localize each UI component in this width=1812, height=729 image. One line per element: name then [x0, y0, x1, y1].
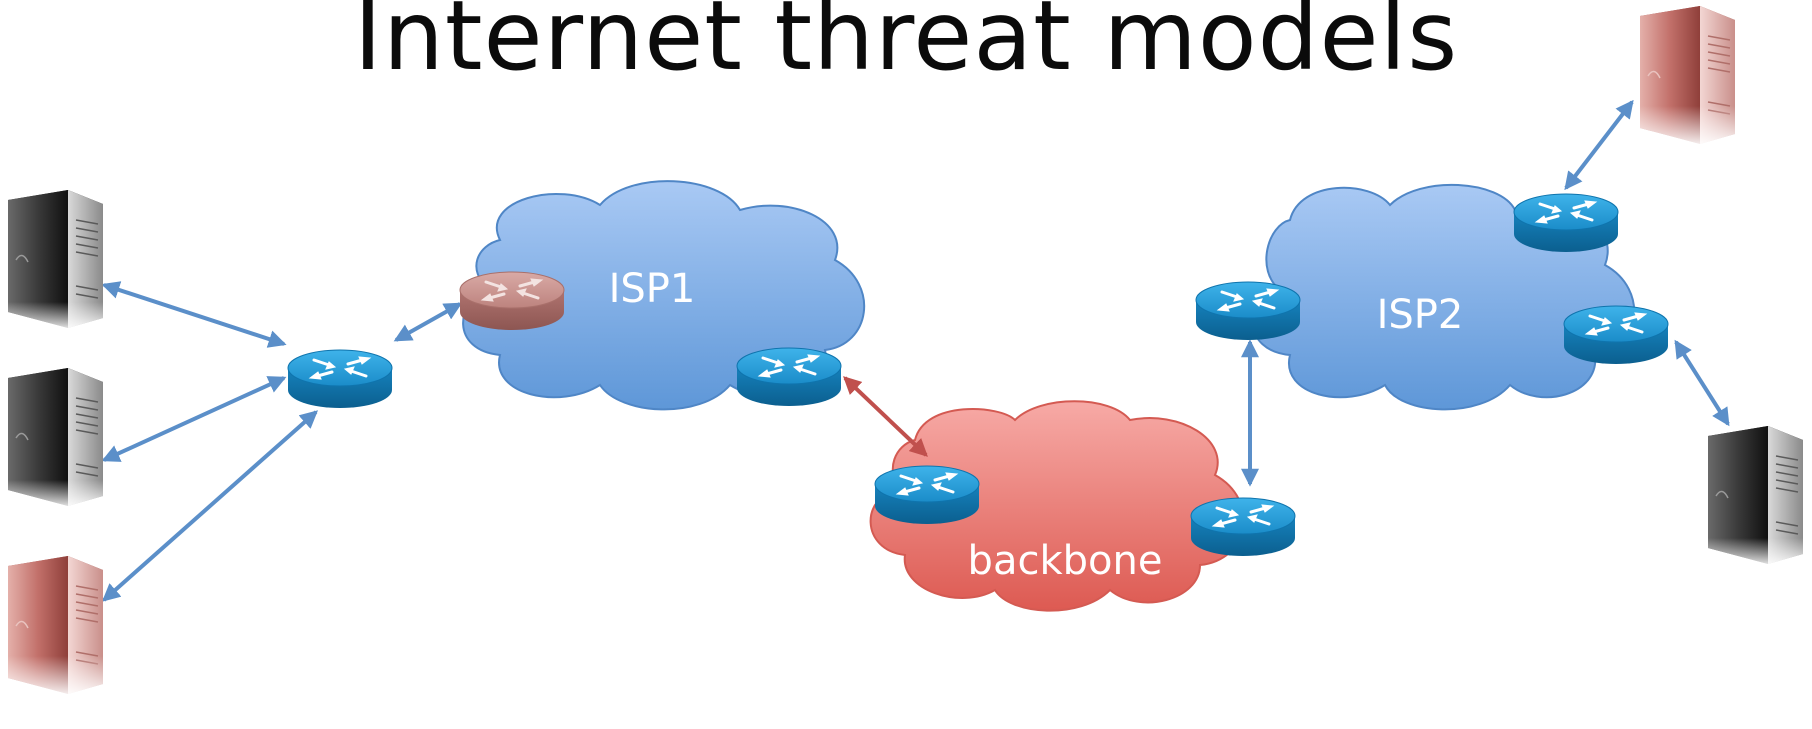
link-router-isp1-edge: [393, 302, 463, 342]
router-access: [286, 348, 394, 410]
router-isp1-border: [735, 346, 843, 408]
server-client-2: [7, 367, 109, 511]
router-isp2-west: [1194, 280, 1302, 342]
server-client-1: [7, 189, 109, 333]
links: [101, 99, 1730, 602]
link-server1-router: [101, 281, 287, 348]
cloud-label-backbone: backbone: [968, 538, 1163, 584]
cloud-label-isp1: ISP1: [609, 266, 696, 312]
cloud-backbone: backbone: [869, 400, 1245, 612]
slide-title: Internet threat models: [353, 0, 1459, 92]
router-backbone-east: [1189, 496, 1297, 558]
link-server3-router: [101, 410, 319, 602]
link-isp2-server-right: [1674, 339, 1730, 427]
server-remote-right: [1707, 425, 1809, 569]
server-remote-top-compromised: [1639, 5, 1741, 149]
server-client-3-compromised: [7, 555, 109, 699]
router-isp2-north: [1512, 192, 1620, 254]
link-isp1-backbone: [843, 376, 928, 457]
link-isp2-server-top: [1564, 99, 1634, 191]
router-isp1-edge-compromised: [458, 270, 566, 332]
router-isp2-east: [1562, 304, 1670, 366]
link-server2-router: [101, 376, 287, 462]
cloud-label-isp2: ISP2: [1377, 292, 1464, 338]
router-backbone-west: [873, 464, 981, 526]
